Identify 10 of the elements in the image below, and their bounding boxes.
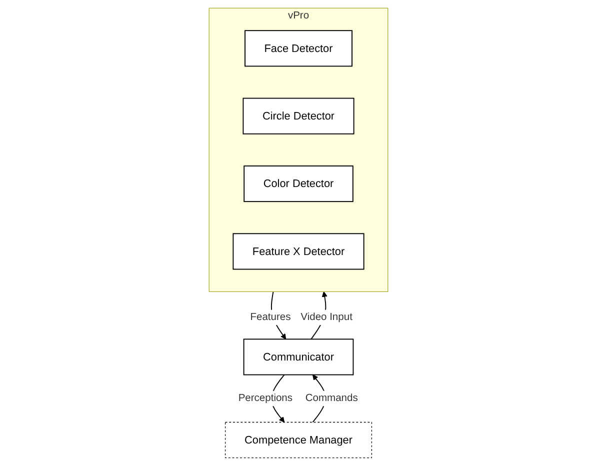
- node-box: Color Detector: [244, 165, 354, 202]
- edge-label: Perceptions: [238, 392, 294, 404]
- node-box: Competence Manager: [225, 422, 373, 458]
- edge-label: Video Input: [301, 312, 353, 323]
- node-box: Feature X Detector: [233, 233, 365, 270]
- edge-label: Features: [250, 312, 292, 323]
- node-box: Communicator: [244, 338, 354, 376]
- node-box: Face Detector: [245, 30, 353, 67]
- node-box: Circle Detector: [243, 98, 355, 134]
- edge-label: Commands: [306, 392, 358, 404]
